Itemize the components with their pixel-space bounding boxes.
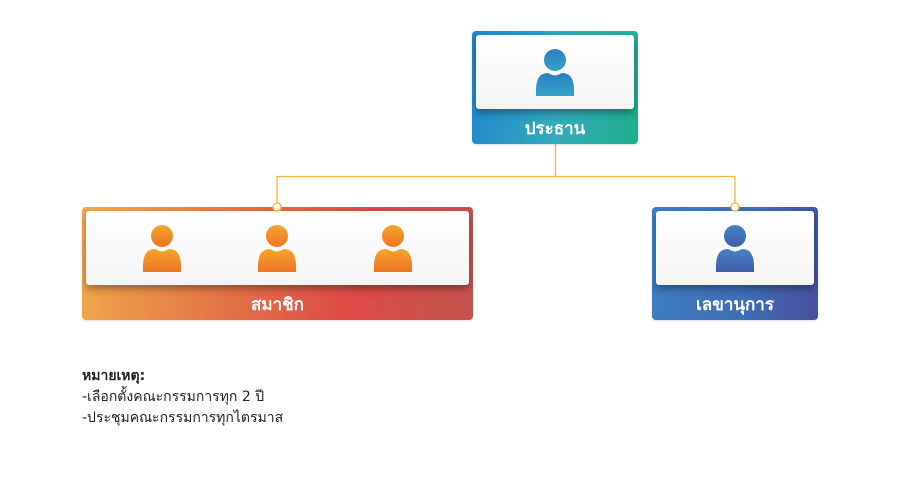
person-icon (374, 225, 413, 272)
node-members[interactable]: สมาชิก (82, 207, 473, 320)
node-chair[interactable]: ประธาน (472, 31, 638, 144)
person-icon (715, 225, 755, 272)
node-secretary-label: เลขานุการ (696, 295, 774, 315)
notes-item: -ประชุมคณะกรรมการทุกไตรมาส (82, 410, 284, 426)
notes-title: หมายเหตุ: (82, 368, 146, 384)
node-chair-card (476, 35, 634, 109)
node-members-label: สมาชิก (251, 295, 304, 315)
person-icon (142, 225, 181, 272)
person-icon (535, 49, 575, 96)
person-icon (258, 225, 297, 272)
node-chair-label: ประธาน (524, 119, 586, 139)
notes: หมายเหตุ: -เลือกตั้งคณะกรรมการทุก 2 ปี -… (82, 366, 283, 429)
notes-item: -เลือกตั้งคณะกรรมการทุก 2 ปี (82, 389, 265, 405)
node-secretary-card (656, 211, 814, 285)
node-secretary[interactable]: เลขานุการ (652, 207, 818, 320)
node-members-card (86, 211, 469, 285)
